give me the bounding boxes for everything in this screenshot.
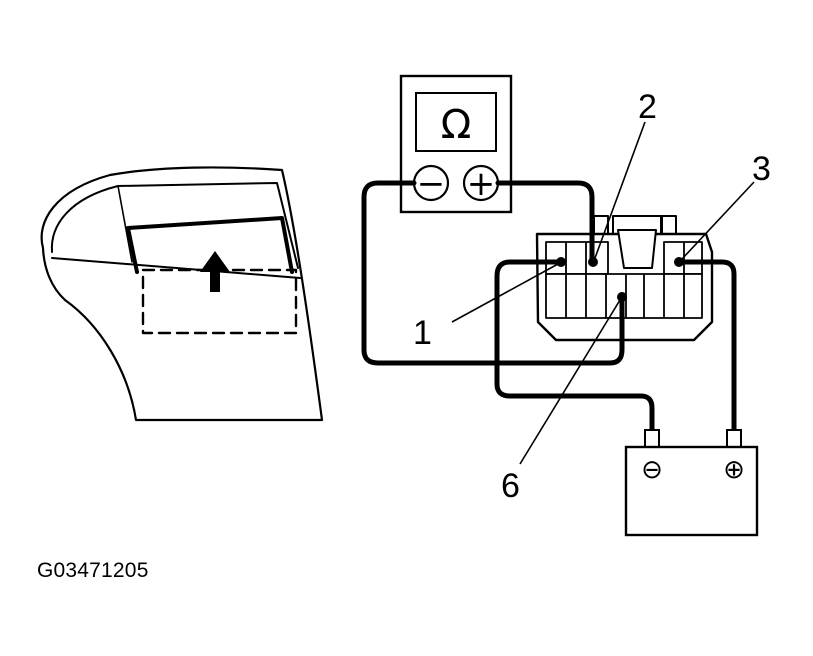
window-frame (117, 182, 299, 269)
battery-body (624, 445, 759, 537)
callout-2-leader (594, 121, 646, 259)
battery-pos-lead (677, 259, 737, 435)
window-frame-inner (117, 185, 133, 263)
connector-lock (617, 229, 657, 269)
belt-line (51, 257, 301, 279)
callout-1-label: 1 (413, 314, 432, 352)
battery-neg-post (644, 429, 660, 448)
ohm-neg-lead (361, 180, 625, 366)
ohm-symbol-icon: Ω (441, 102, 472, 148)
callout-6-leader (519, 299, 621, 465)
rear-door (40, 166, 324, 422)
callout-1-leader (451, 263, 559, 323)
ohmmeter: Ω − + (399, 74, 513, 214)
door-outline (40, 166, 324, 422)
callout-2-label: 2 (638, 88, 657, 126)
window-glass-edge (126, 216, 294, 274)
up-arrow-icon (200, 251, 230, 292)
battery-plus-icon: ⊕ (723, 455, 745, 485)
minus-icon: − (417, 164, 446, 204)
wiring (361, 180, 737, 435)
callout-6-label: 6 (501, 467, 520, 505)
door-inner-contour (50, 185, 119, 253)
ohm-pos-lead (495, 180, 595, 263)
callout-3-leader (681, 181, 755, 260)
figure-id: G03471205 (37, 559, 149, 582)
ohmmeter-display (415, 92, 497, 152)
battery: ⊖ ⊕ (624, 429, 759, 537)
battery-neg-lead (494, 259, 655, 435)
battery-pos-post (726, 429, 742, 448)
battery-minus-icon: ⊖ (641, 455, 663, 485)
callout-3-label: 3 (752, 150, 771, 188)
callout-leaders (451, 121, 755, 465)
plus-icon: + (467, 164, 496, 204)
